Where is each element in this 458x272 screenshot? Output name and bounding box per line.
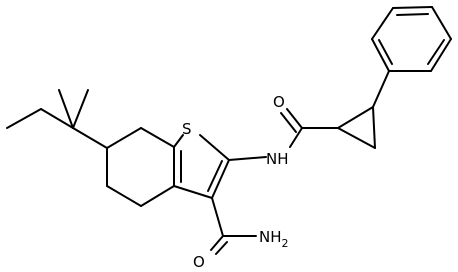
- sulfur-atom-label: S: [182, 120, 192, 138]
- bond-carbonyl-o-upper: [286, 108, 303, 129]
- bond-ph4-ph5: [431, 6, 452, 40]
- bond-carbonyl-o: [210, 235, 224, 251]
- bond-c4-c3a: [140, 185, 175, 207]
- bond-c6-c7: [106, 127, 142, 149]
- carboxamide-nh2-label: NH2: [259, 228, 289, 250]
- amide-oxygen-label: O: [273, 93, 285, 111]
- bond-c2-c3-inner: [207, 160, 223, 192]
- bond-ph1-ph2: [371, 38, 390, 72]
- bond-c5-c4: [106, 185, 142, 207]
- bond-cq-methyl-a: [58, 89, 74, 129]
- bond-carbonyl-o-upper-double: [280, 112, 297, 133]
- cyclopropane-ring: [337, 70, 390, 149]
- carboxamide-oxygen-label: O: [193, 253, 205, 271]
- bond-cq-methyl-b: [72, 89, 89, 129]
- bond-ph1-ph2-inner: [378, 39, 393, 65]
- bond-cp2-phenyl: [372, 70, 390, 108]
- bond-c3-carbonyl: [211, 197, 224, 237]
- bond-c2-nh: [228, 156, 267, 161]
- amide-linkage: NH O: [228, 93, 339, 168]
- tert-pentyl-group: [6, 89, 108, 149]
- bond-c3-c3a: [173, 185, 213, 199]
- bond-ph3-ph4: [392, 6, 433, 9]
- bond-cp1-cp2: [337, 106, 374, 129]
- bond-cq-ring-c6: [72, 127, 108, 149]
- bond-nh-carbonyl: [289, 127, 303, 148]
- bond-ph2-ph3: [371, 7, 394, 40]
- bond-s-c2: [199, 134, 230, 161]
- amide-nh-label: NH: [266, 150, 289, 168]
- bond-c7-c7a: [140, 127, 175, 148]
- bond-carbonyl-o-double: [215, 241, 228, 255]
- bond-ethyl-ch3-ch2: [6, 108, 42, 129]
- phenyl-ring: [371, 6, 452, 72]
- bond-cp3-cp1: [337, 127, 376, 149]
- bond-ph5-ph6: [430, 38, 452, 72]
- bond-ph3-ph4-inner: [396, 13, 429, 16]
- carboxamide-group: O NH2: [193, 197, 289, 271]
- bond-c7a-s: [173, 134, 184, 148]
- bond-ethyl-ch2-cq: [40, 108, 74, 129]
- nh2-main: NH: [259, 228, 282, 246]
- nh2-subscript: 2: [282, 237, 289, 250]
- bond-c2-c3: [211, 159, 230, 199]
- bond-ph5-ph6-inner: [427, 39, 445, 65]
- bond-cp2-cp3: [372, 106, 376, 149]
- cyclohexene-ring: [106, 127, 175, 207]
- thiophene-ring: S: [173, 120, 230, 199]
